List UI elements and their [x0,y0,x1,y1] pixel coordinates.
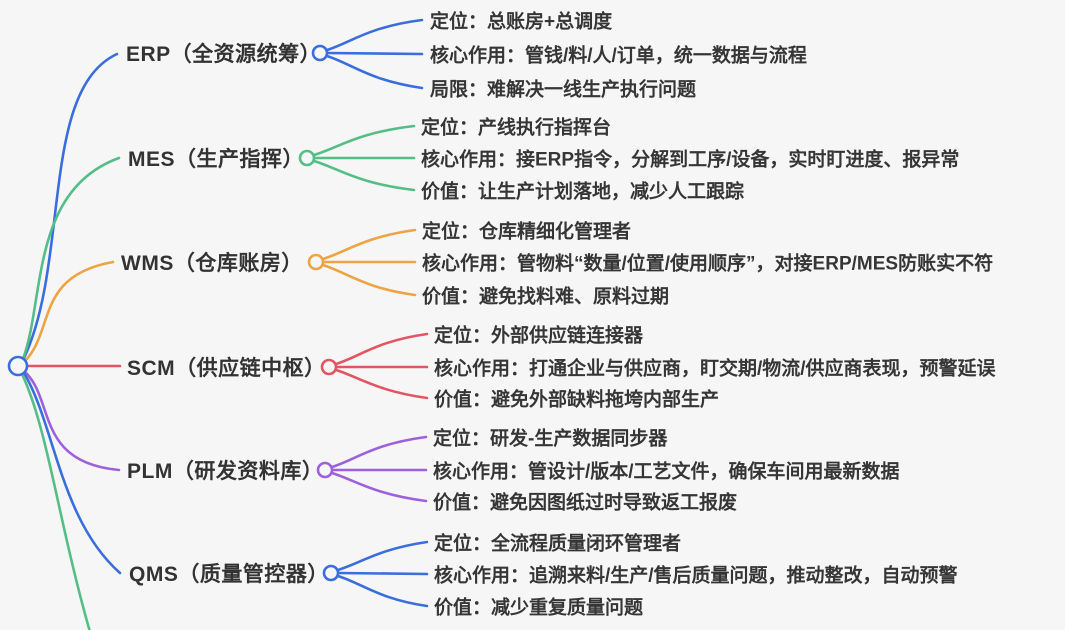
branch-curve-mes [21,156,121,361]
fan-curve-qms-mid [336,571,429,576]
detail-node-plm-value[interactable]: 价值：避免因图纸过时导致返工报废 [433,492,738,514]
topic-node-plm[interactable]: PLM（研发资料库） [127,460,324,483]
mes-node-toggle[interactable] [298,149,316,167]
detail-node-mes-core[interactable]: 核心作用：接ERP指令，分解到工序/设备，实时盯进度、报异常 [421,149,960,171]
detail-node-plm-position[interactable]: 定位：研发-生产数据同步器 [433,428,668,450]
detail-node-wms-core[interactable]: 核心作用：管物料“数量/位置/使用顺序”，对接ERP/MES防账实不符 [422,253,994,275]
fan-curve-plm-bottom [330,471,428,503]
detail-node-scm-core[interactable]: 核心作用：打通企业与供应商，盯交期/物流/供应商表现，预警延误 [434,358,996,380]
detail-node-mes-value[interactable]: 价值：让生产计划落地，减少人工跟踪 [421,181,745,203]
detail-node-mes-position[interactable]: 定位：产线执行指挥台 [421,117,612,139]
branch-curve-wms [23,260,115,363]
detail-node-qms-value[interactable]: 价值：减少重复质量问题 [434,597,644,619]
topic-node-wms[interactable]: WMS（仓库账房） [121,252,303,275]
fan-curve-qms-bottom [336,574,429,608]
branch-curve-plm [23,370,121,472]
branch-curve-qms [22,371,122,575]
topic-node-erp[interactable]: ERP（全资源统筹） [126,43,322,66]
fan-curve-mes-top [312,124,416,157]
branch-curve-erp [22,52,119,360]
detail-node-wms-value[interactable]: 价值：避免找料难、原料过期 [422,286,670,308]
detail-node-wms-position[interactable]: 定位：仓库精细化管理者 [422,221,632,243]
topic-node-scm[interactable]: SCM（供应链中枢） [127,357,326,380]
detail-node-erp-limit[interactable]: 局限：难解决一线生产执行问题 [430,79,697,101]
detail-node-qms-position[interactable]: 定位：全流程质量闭环管理者 [434,533,682,555]
detail-node-erp-core[interactable]: 核心作用：管钱/料/人/订单，统一数据与流程 [430,45,807,67]
topic-node-qms[interactable]: QMS（质量管控器） [129,563,329,586]
scm-node-toggle[interactable] [320,358,338,376]
fan-curve-scm-bottom [334,368,429,400]
detail-node-scm-value[interactable]: 价值：避免外部缺料拖垮内部生产 [434,389,720,411]
fan-curve-wms-bottom [321,263,417,297]
fan-curve-scm-top [334,332,429,366]
fan-curve-erp-top [325,18,424,52]
detail-node-plm-core[interactable]: 核心作用：管设计/版本/工艺文件，确保车间用最新数据 [433,461,900,483]
fan-curve-erp-mid [325,51,424,56]
root-node-toggle[interactable] [7,355,29,377]
topic-node-mes[interactable]: MES（生产指挥） [128,148,305,171]
fan-curve-erp-bottom [325,54,424,90]
branch-curve-overflow [20,372,91,630]
fan-curve-mes-bottom [312,159,416,192]
erp-node-toggle[interactable] [311,44,329,62]
detail-node-qms-core[interactable]: 核心作用：追溯来料/生产/售后质量问题，推动整改，自动预警 [434,565,958,587]
qms-node-toggle[interactable] [322,564,340,582]
plm-node-toggle[interactable] [316,461,334,479]
fan-curve-plm-top [330,435,428,469]
fan-curve-qms-top [336,540,429,572]
detail-node-scm-position[interactable]: 定位：外部供应链连接器 [434,325,644,347]
fan-curve-wms-top [321,228,417,261]
wms-node-toggle[interactable] [307,253,325,271]
detail-node-erp-position[interactable]: 定位：总账房+总调度 [430,11,613,33]
